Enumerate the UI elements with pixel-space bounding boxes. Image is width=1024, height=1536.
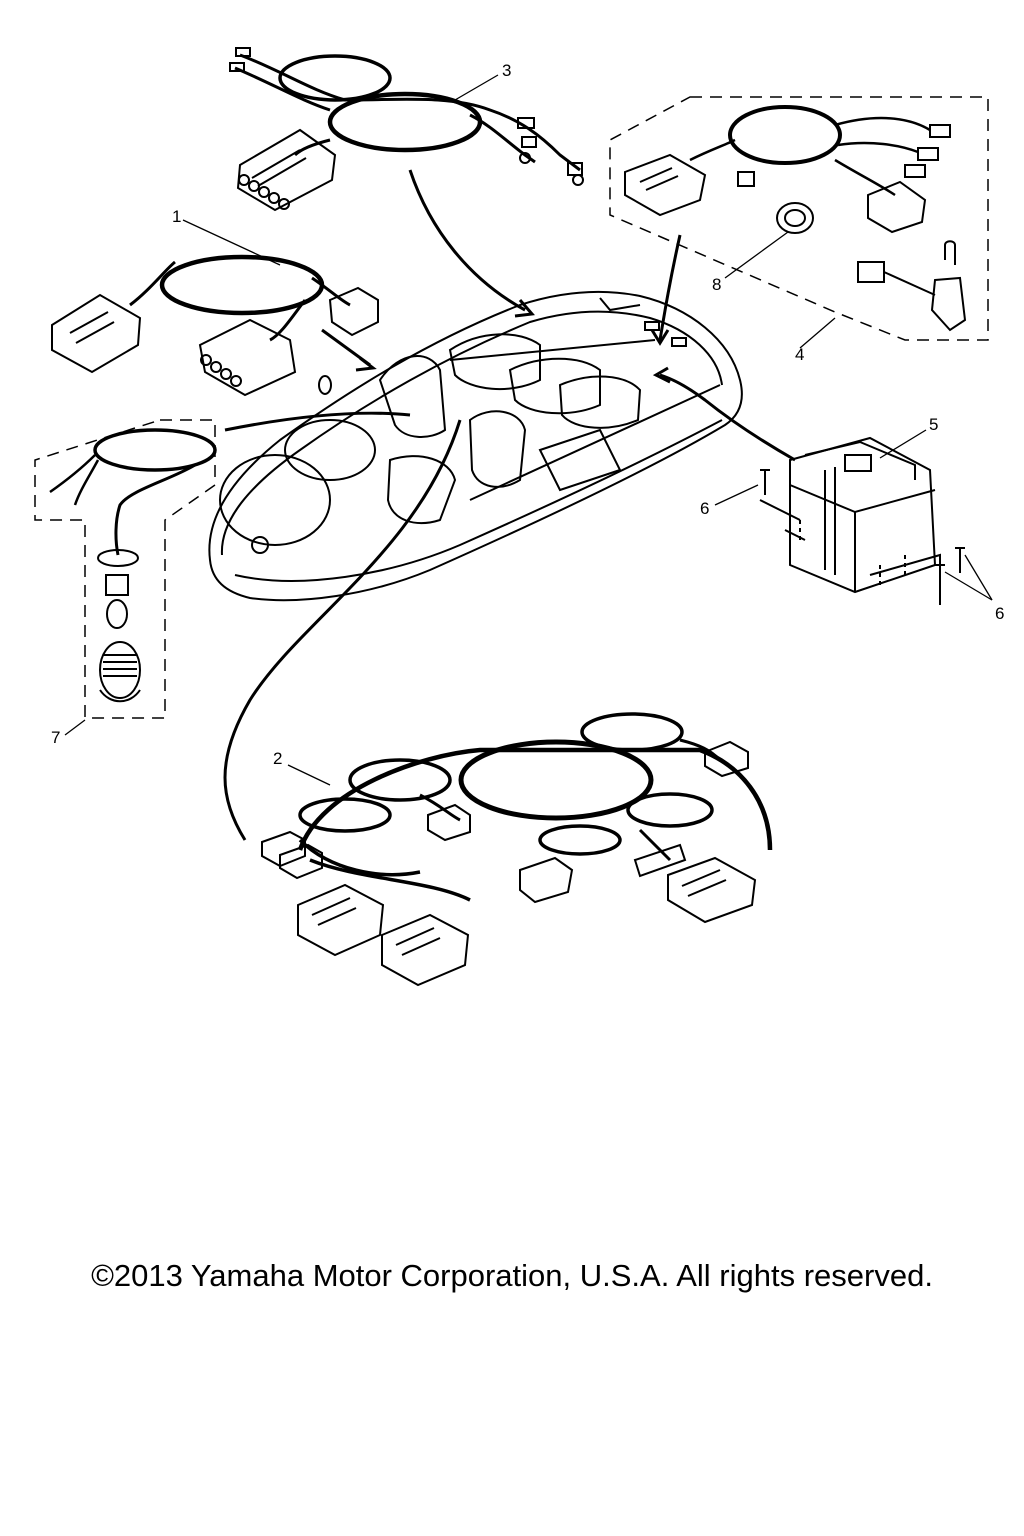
screws-6 — [760, 469, 965, 590]
callout-6a: 6 — [700, 499, 709, 518]
callout-4: 4 — [795, 345, 804, 364]
callout-6b: 6 — [995, 604, 1004, 623]
battery-cable — [659, 373, 796, 462]
harness-1 — [51, 254, 379, 397]
harness-3 — [229, 47, 584, 318]
callout-8: 8 — [712, 275, 721, 294]
callout-5: 5 — [929, 415, 938, 434]
callout-3: 3 — [502, 61, 511, 80]
boat-hull — [208, 290, 743, 602]
light-assembly-7 — [34, 419, 217, 719]
main-routing-cable — [223, 419, 462, 841]
callout-leaders — [64, 74, 993, 786]
callout-numbers: 1 2 3 4 5 6 6 7 8 — [51, 61, 1004, 768]
callout-1: 1 — [172, 207, 181, 226]
callout-2: 2 — [273, 749, 282, 768]
harness-4-kit — [609, 96, 989, 346]
callout-7: 7 — [51, 728, 60, 747]
wiring-harness-diagram: 1 2 3 4 5 6 6 7 8 — [34, 47, 1004, 987]
harness-2 — [261, 712, 773, 987]
battery-box-5 — [759, 436, 941, 605]
copyright-notice: ©2013 Yamaha Motor Corporation, U.S.A. A… — [91, 1258, 933, 1293]
